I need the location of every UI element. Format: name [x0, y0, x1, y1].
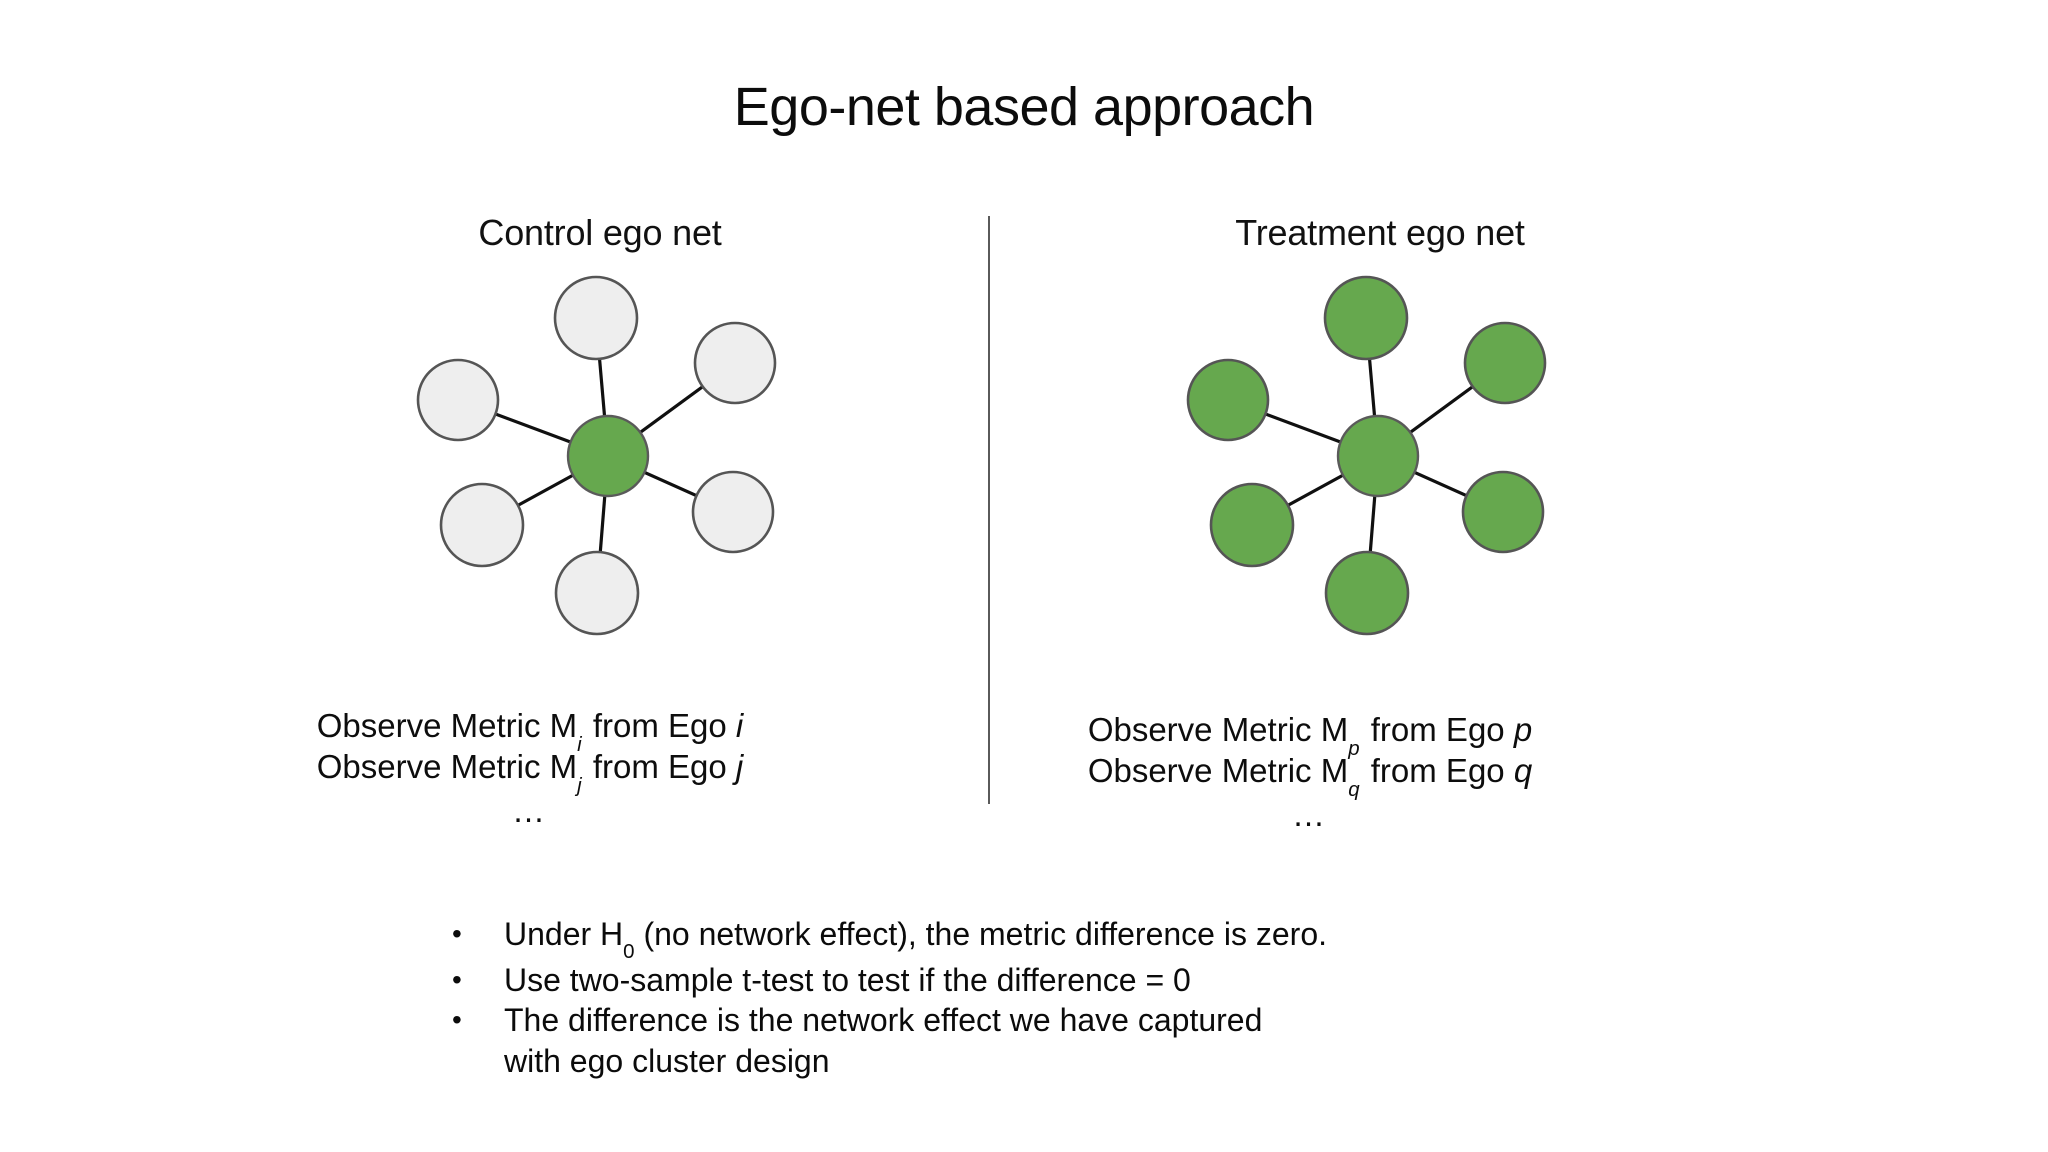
list-item: • The difference is the network effect w…	[452, 1002, 1712, 1079]
observe-line-1: Observe Metric Mp from Ego p	[1000, 711, 1620, 759]
observe-prefix: Observe Metric M	[316, 748, 578, 786]
alter-node-bottom[interactable]	[554, 550, 640, 636]
bullet-text-post: (no network effect), the metric differen…	[634, 916, 1327, 952]
control-ellipsis: …	[512, 791, 548, 829]
observe-subscript: i	[577, 732, 582, 756]
bullet-text-pre: Use two-sample t-test to test if the dif…	[504, 961, 1191, 998]
alter-node-upper-right[interactable]	[693, 321, 777, 405]
alter-node-top[interactable]	[553, 275, 639, 361]
list-item: • Under H0 (no network effect), the metr…	[452, 916, 1712, 963]
observe-line-2: Observe Metric Mq from Ego q	[1000, 752, 1620, 800]
treatment-ego-network-diagram	[1165, 255, 1585, 675]
alter-node-upper-right[interactable]	[1463, 321, 1547, 405]
bullet-subscript: 0	[623, 940, 635, 964]
alter-node-lower-right[interactable]	[1461, 470, 1545, 554]
observe-line-1: Observe Metric Mi from Ego i	[220, 707, 840, 755]
observe-subscript: j	[577, 774, 582, 798]
bullet-text: The difference is the network effect we …	[504, 1002, 1712, 1079]
treatment-alter-nodes	[1186, 275, 1547, 636]
treatment-observe-block: Observe Metric Mp from Ego p Observe Met…	[1000, 712, 1620, 832]
ego-node-treatment[interactable]	[1336, 414, 1420, 498]
alter-node-lower-left[interactable]	[1209, 482, 1295, 568]
observe-line-2: Observe Metric Mj from Ego j	[220, 748, 840, 796]
alter-node-upper-left[interactable]	[1186, 358, 1270, 442]
control-ego-net-svg	[416, 275, 777, 636]
observe-prefix: Observe Metric M	[316, 707, 578, 744]
observe-subscript: p	[1348, 736, 1360, 760]
observe-prefix: Observe Metric M	[1087, 711, 1349, 748]
page-title: Ego-net based approach	[733, 77, 1315, 137]
treatment-panel-heading: Treatment ego net	[1235, 212, 1525, 253]
observe-ego-index: i	[735, 707, 744, 744]
control-ego-network-diagram	[395, 255, 815, 675]
panel-divider	[988, 216, 990, 804]
observe-subscript: q	[1348, 778, 1360, 802]
alter-node-bottom[interactable]	[1324, 550, 1410, 636]
alter-node-upper-left[interactable]	[416, 358, 500, 442]
observe-middle: from Ego	[1361, 752, 1514, 790]
bullet-text-pre: Under H	[504, 916, 624, 952]
control-observe-block: Observe Metric Mi from Ego i Observe Met…	[220, 708, 840, 828]
treatment-ego-net-svg	[1186, 275, 1547, 636]
observe-middle: from Ego	[1361, 711, 1514, 748]
alter-node-lower-left[interactable]	[439, 482, 525, 568]
alter-node-lower-right[interactable]	[691, 470, 775, 554]
alter-node-top[interactable]	[1323, 275, 1409, 361]
bullet-marker-icon: •	[452, 1004, 462, 1036]
treatment-ellipsis: …	[1292, 795, 1328, 833]
bullet-text: Use two-sample t-test to test if the dif…	[504, 962, 1712, 998]
control-panel-heading: Control ego net	[478, 212, 722, 253]
bullet-text: Under H0 (no network effect), the metric…	[504, 916, 1712, 963]
observe-middle: from Ego	[583, 748, 736, 786]
observe-middle: from Ego	[583, 707, 736, 744]
observe-ego-index: p	[1513, 711, 1533, 748]
bullet-marker-icon: •	[452, 963, 462, 995]
observe-prefix: Observe Metric M	[1087, 752, 1349, 790]
ego-node-control[interactable]	[566, 414, 650, 498]
bullet-marker-icon: •	[452, 918, 462, 949]
bullet-text-pre: The difference is the network effect we …	[504, 1002, 1263, 1039]
observe-ego-index: j	[735, 748, 744, 786]
list-item: • Use two-sample t-test to test if the d…	[452, 962, 1712, 998]
control-alter-nodes	[416, 275, 777, 636]
observe-ego-index: q	[1513, 752, 1533, 790]
summary-bullet-list: • Under H0 (no network effect), the metr…	[452, 916, 1712, 1083]
bullet-text-continuation: with ego cluster design	[504, 1042, 830, 1079]
